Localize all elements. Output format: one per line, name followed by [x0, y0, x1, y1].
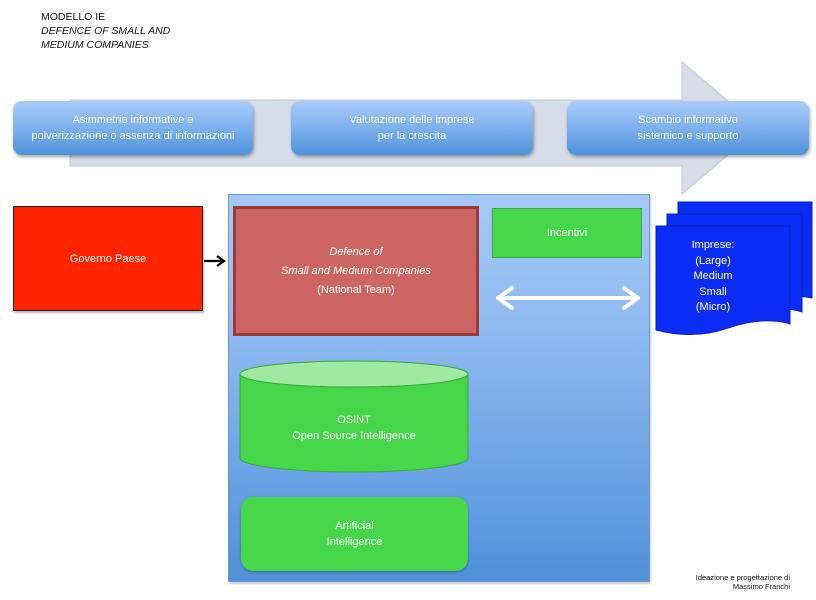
incentivi-box: Incentivi — [492, 208, 642, 258]
osint-line-1: OSINT — [337, 414, 371, 426]
process-step-scambio: Scambio informativo sistemico e supporto — [567, 101, 809, 155]
imprese-line: (Large) — [695, 254, 731, 267]
process-step-valutazione: Valutazione delle imprese per la crescit… — [291, 101, 533, 155]
process-step-asimmetrie: Asimmetrie informative e polverizzazione… — [13, 101, 253, 155]
national-team-box: Defence of Small and Medium Companies (N… — [233, 206, 479, 336]
osint-label: OSINT Open Source Intelligence — [240, 412, 468, 444]
incentivi-label: Incentivi — [546, 227, 588, 239]
imprese-label: Imprese: (Large) Medium Small (Micro) — [657, 238, 769, 316]
defence-line-2: Small and Medium Companies — [281, 264, 431, 277]
imprese-line: Imprese: — [691, 239, 735, 251]
ai-line-2: Intelligence — [326, 536, 383, 548]
credit-line-2: Massimo Franchi — [732, 582, 790, 591]
artificial-intelligence-box: Artificial Intelligence — [241, 497, 468, 571]
title-line-1: MODELLO IE — [41, 11, 106, 23]
osint-database-icon — [239, 360, 469, 473]
imprese-line: Medium — [693, 270, 733, 282]
osint-line-2: Open Source Intelligence — [292, 430, 416, 442]
defence-line-1: Defence of — [329, 245, 383, 258]
right-arrow-icon — [204, 255, 226, 267]
governo-label: Governo Paese — [69, 252, 147, 265]
step-text-line: Asimmetrie informative e — [72, 114, 194, 126]
author-credit: Ideazione e progettazione di Massimo Fra… — [696, 573, 790, 591]
credit-line-1: Ideazione e progettazione di — [695, 573, 790, 582]
ai-line-1: Artificial — [335, 520, 374, 532]
defence-line-3: (National Team) — [317, 283, 395, 296]
step-text-line: polverizzazione o assenza di informazion… — [31, 130, 235, 142]
step-text-line: sistemico e supporto — [637, 130, 739, 142]
title-line-3: MEDIUM COMPANIES — [41, 39, 149, 51]
process-flow-arrow-icon — [69, 60, 761, 196]
diagram-title: MODELLO IE DEFENCE OF SMALL AND MEDIUM C… — [41, 10, 170, 52]
governo-paese-box: Governo Paese — [13, 206, 203, 311]
imprese-multidocument-icon — [655, 201, 813, 336]
double-arrow-icon — [496, 286, 640, 310]
step-text-line: Scambio informativo — [638, 114, 738, 126]
step-text-line: per la crescita — [377, 130, 447, 142]
imprese-line: Small — [699, 285, 727, 298]
title-line-2: DEFENCE OF SMALL AND — [41, 25, 171, 37]
step-text-line: Valutazione delle imprese — [349, 114, 475, 126]
imprese-line: (Micro) — [695, 301, 731, 313]
